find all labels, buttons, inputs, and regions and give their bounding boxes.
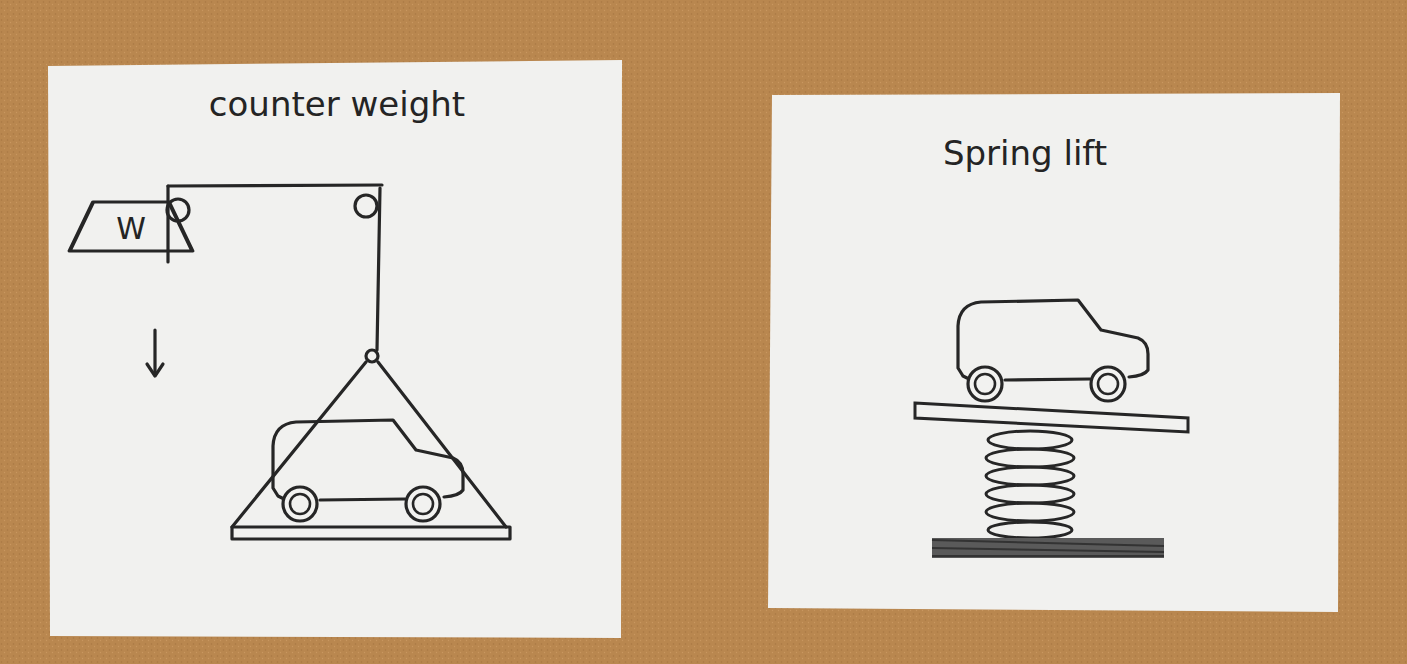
paper-note: Spring lift — [770, 93, 1340, 612]
car-sketch — [958, 300, 1148, 401]
note-title: counter weight — [209, 84, 465, 124]
note-title: Spring lift — [943, 133, 1107, 173]
paper-sheet — [48, 60, 622, 638]
car-sketch — [273, 420, 463, 521]
counterweight-sketch — [147, 185, 510, 539]
paper-sheet — [768, 93, 1340, 612]
counter-weight: W — [67, 200, 195, 253]
spring-sketch — [915, 403, 1188, 538]
paper-note: counter weightW — [48, 62, 622, 638]
weight-label: W — [67, 211, 195, 246]
ground-hatch — [932, 538, 1164, 558]
